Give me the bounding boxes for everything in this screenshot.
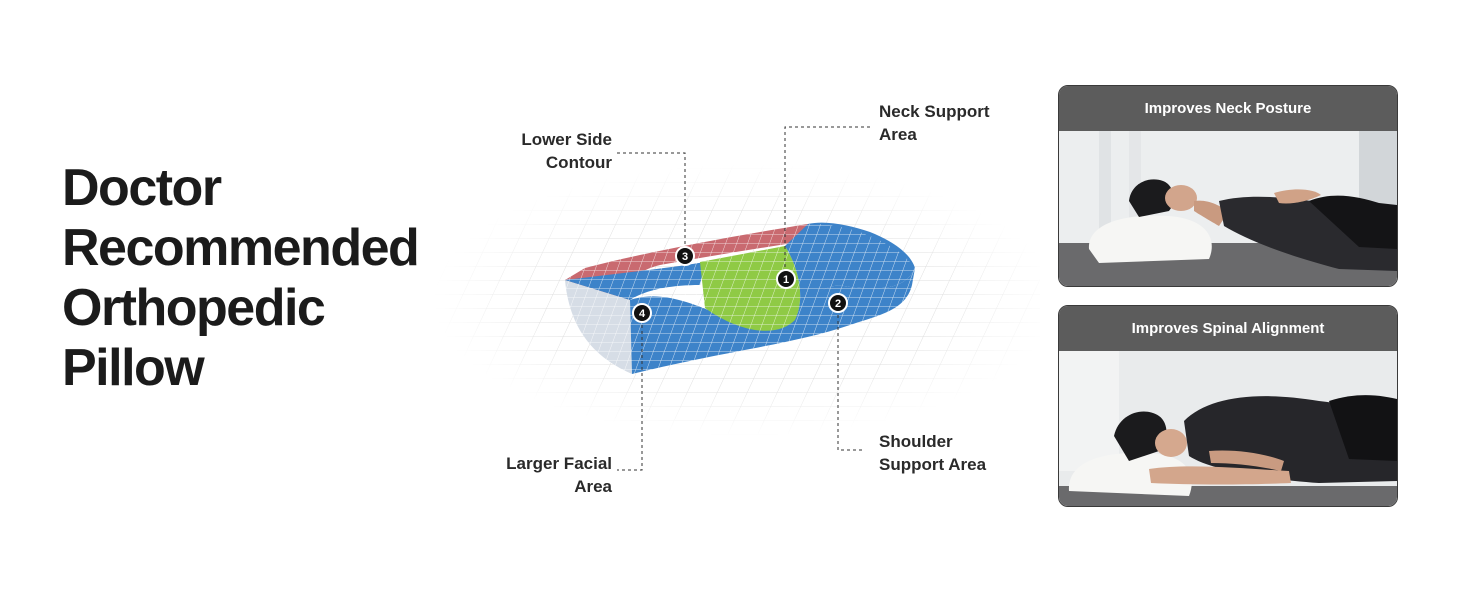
woman-sleeping-on-side-photo bbox=[1059, 351, 1397, 506]
marker-4-label: 4 bbox=[639, 308, 646, 320]
callout-neck-support: Neck Support Area bbox=[879, 100, 990, 146]
spinal-alignment-card: Improves Spinal Alignment bbox=[1058, 305, 1398, 507]
marker-1-label: 1 bbox=[783, 274, 789, 286]
marker-2: 2 bbox=[828, 293, 848, 313]
marker-4: 4 bbox=[632, 303, 652, 323]
pillow-illustration: 1 2 3 4 bbox=[433, 126, 1040, 471]
callout-line: Larger Facial bbox=[506, 454, 612, 473]
pillow-shape bbox=[565, 222, 915, 374]
callout-larger-facial-area: Larger Facial Area bbox=[480, 452, 612, 498]
callout-line: Lower Side bbox=[521, 130, 612, 149]
callout-line: Contour bbox=[545, 153, 612, 172]
callout-line: Neck Support bbox=[879, 102, 990, 121]
marker-3: 3 bbox=[675, 246, 695, 266]
card-title: Improves Spinal Alignment bbox=[1059, 306, 1397, 351]
card-title: Improves Neck Posture bbox=[1059, 86, 1397, 131]
headline-line: Doctor bbox=[62, 159, 222, 217]
page-headline: Doctor Recommended Orthopedic Pillow bbox=[62, 158, 420, 398]
marker-1: 1 bbox=[776, 269, 796, 289]
neck-posture-card: Improves Neck Posture bbox=[1058, 85, 1398, 287]
callout-line: Shoulder bbox=[879, 432, 953, 451]
callout-lower-side-contour: Lower Side Contour bbox=[490, 128, 612, 174]
headline-line: Recommended bbox=[62, 219, 420, 277]
woman-sleeping-on-back-photo bbox=[1059, 131, 1397, 286]
marker-2-label: 2 bbox=[835, 298, 841, 310]
marker-3-label: 3 bbox=[682, 251, 688, 263]
callout-line: Support Area bbox=[879, 455, 987, 474]
pillow-diagram: 1 2 3 4 Neck Support Area Lower Side Con… bbox=[430, 80, 1040, 530]
callout-line: Area bbox=[879, 125, 917, 144]
callout-line: Area bbox=[574, 477, 612, 496]
callout-shoulder-support-area: Shoulder Support Area bbox=[879, 430, 986, 476]
headline-line: Orthopedic bbox=[62, 279, 326, 337]
leader-lines bbox=[617, 126, 870, 471]
headline-line: Pillow bbox=[62, 339, 205, 397]
